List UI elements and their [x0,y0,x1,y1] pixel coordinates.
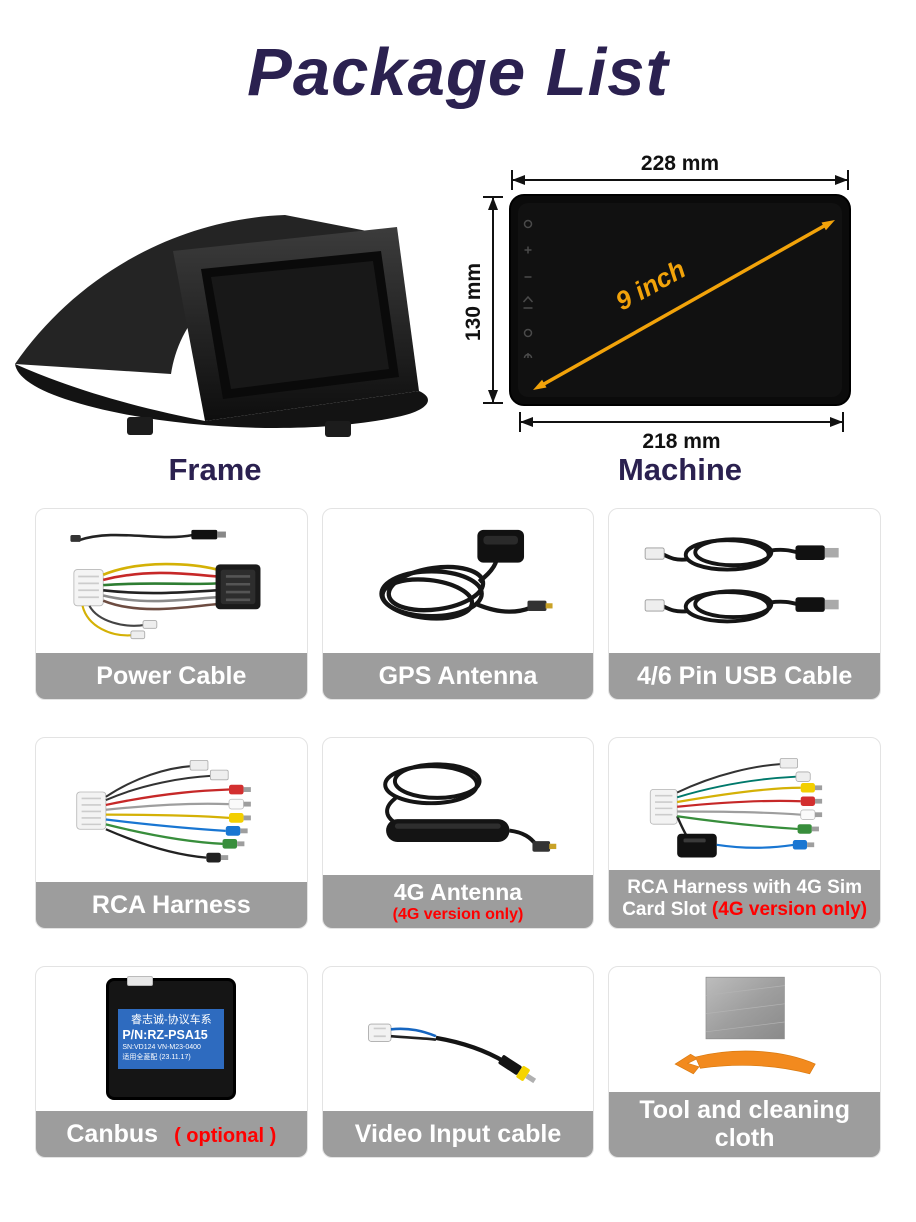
card-canbus: 睿志诚-协议车系 P/N:RZ-PSA15 SN:VD124 VN-M23-04… [35,966,308,1158]
dash-frame-photo [15,215,428,437]
card-label: GPS Antenna [322,653,594,699]
card-label: Power Cable [36,653,307,699]
canbus-photo: 睿志诚-协议车系 P/N:RZ-PSA15 SN:VD124 VN-M23-04… [36,967,307,1111]
card-label: Canbus ( optional ) [36,1111,307,1157]
card-label-text: RCA Harness with 4G Sim [627,877,863,899]
card-label-text: 4/6 Pin USB Cable [636,661,853,690]
card-rca-harness: RCA Harness [35,737,308,929]
card-label-text2: Card Slot (4G version only) [622,899,868,920]
card-label-text: Video Input cable [354,1119,562,1148]
canbus-box: 睿志诚-协议车系 P/N:RZ-PSA15 SN:VD124 VN-M23-04… [106,976,237,1100]
screen-side-button-icons [522,219,534,359]
rca-harness-4g-sim-photo [609,738,880,870]
machine-photo: 228 mm 130 mm 218 mm 9 inch [455,150,910,453]
gps-antenna-photo [323,509,594,653]
card-label-text: 4G Antenna [393,879,523,906]
dim-height-label: 130 mm [462,262,485,342]
rca-harness-photo [36,738,307,882]
dim-arrow-left [483,196,503,404]
page-title: Package List [247,35,669,110]
card-label-note: ( optional ) [174,1124,277,1147]
diagonal-size-arrow [533,220,835,390]
card-power-cable: Power Cable [35,508,308,700]
4g-antenna-photo [323,738,594,875]
card-label: RCA Harness [36,882,307,928]
card-4g-antenna: 4G Antenna (4G version only) [321,737,595,929]
dim-arrow-top [511,170,849,190]
tool-and-cloth-photo [609,967,880,1092]
card-usb-cable: 4/6 Pin USB Cable [608,508,881,700]
canbus-sticker-pn: P/N:RZ-PSA15 [122,1028,208,1043]
card-label: Video Input cable [322,1111,594,1157]
card-video-input-cable: Video Input cable [321,966,595,1158]
card-label: 4G Antenna (4G version only) [322,875,594,928]
canbus-connector-tab [127,976,154,986]
card-label: Tool and cleaning cloth [609,1091,880,1157]
machine-section-label: Machine [617,452,743,487]
card-label: 4/6 Pin USB Cable [609,653,880,699]
card-label-text: RCA Harness [91,890,251,919]
dim-width-top-label: 228 mm [640,152,720,175]
package-grid: Power Cable GPS Antenna [35,508,881,1158]
canbus-sticker-sn: SN:VD124 VN-M23-0400 [122,1044,201,1052]
card-label-note: (4G version only) [711,899,868,920]
frame-section-label: Frame [168,452,262,487]
canbus-sticker-title: 睿志诚-协议车系 [130,1013,212,1026]
card-label-text: Power Cable [96,661,247,690]
card-label-text: Tool and cleaning cloth [639,1095,850,1153]
card-label: RCA Harness with 4G Sim Card Slot (4G ve… [609,870,880,928]
canbus-sticker-date: 适用全菱配 (23.11.17) [122,1054,191,1062]
dim-arrow-bottom [519,412,844,432]
card-rca-harness-4g-sim: RCA Harness with 4G Sim Card Slot (4G ve… [608,737,881,929]
card-label-text: GPS Antenna [378,661,538,690]
power-cable-photo [36,509,307,653]
card-label-note: (4G version only) [392,905,524,923]
video-input-cable-photo [323,967,594,1111]
usb-cable-photo [609,509,880,653]
card-label-text: Canbus [66,1119,159,1148]
dim-width-bottom-label: 218 mm [642,430,721,453]
machine-screen-drawing [483,170,851,432]
card-gps-antenna: GPS Antenna [321,508,595,700]
card-tool-cloth: Tool and cleaning cloth [608,966,881,1158]
canbus-sticker: 睿志诚-协议车系 P/N:RZ-PSA15 SN:VD124 VN-M23-04… [118,1008,225,1070]
